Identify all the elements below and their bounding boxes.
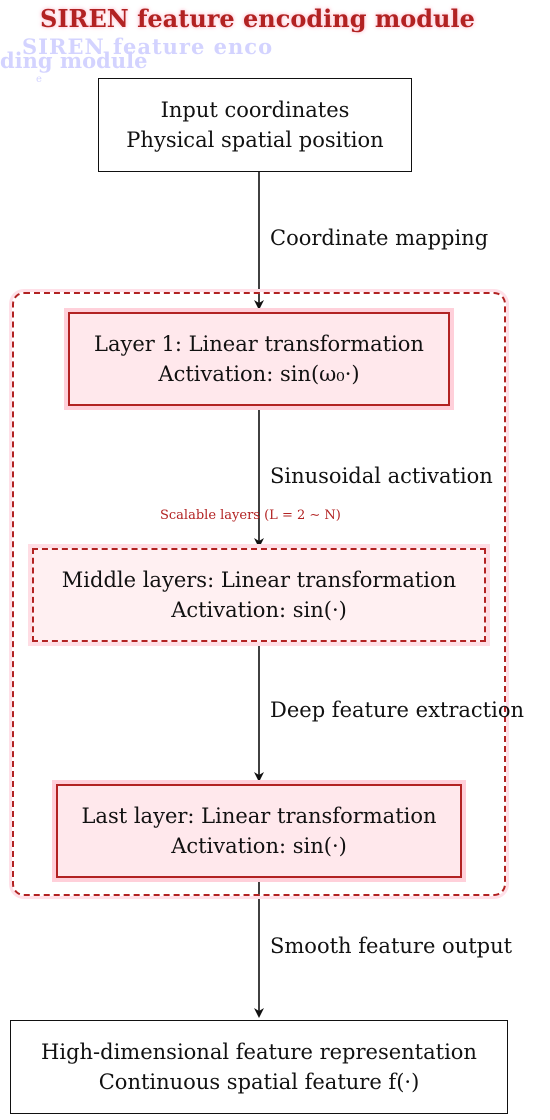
edge-label-deep-feature-extraction: Deep feature extraction: [270, 698, 524, 722]
last-layer-node: Last layer: Linear transformation Activa…: [56, 784, 462, 878]
scalable-layers-label: Scalable layers (L = 2 ∼ N): [160, 508, 341, 523]
last-node-line-2: Activation: sin(·): [171, 834, 347, 858]
edge-label-sinusoidal-activation: Sinusoidal activation: [270, 464, 493, 488]
last-node-line-1: Last layer: Linear transformation: [81, 804, 437, 828]
middle-node-line-2: Activation: sin(·): [171, 598, 347, 622]
output-node-line-2: Continuous spatial feature f(·): [98, 1070, 420, 1094]
output-node: High-dimensional feature representation …: [10, 1020, 508, 1114]
scalable-layers-group: [12, 292, 506, 896]
layer1-node: Layer 1: Linear transformation Activatio…: [68, 312, 450, 406]
middle-node-line-1: Middle layers: Linear transformation: [61, 568, 457, 592]
layer1-node-line-1: Layer 1: Linear transformation: [94, 332, 424, 356]
edge-label-smooth-feature-output: Smooth feature output: [270, 934, 513, 958]
output-node-line-1: High-dimensional feature representation: [41, 1040, 477, 1064]
ghost-line-1: SIREN feature enco: [22, 34, 274, 59]
ghost-line-2: ding module: [0, 48, 148, 73]
input-node-line-1: Input coordinates: [160, 98, 350, 122]
layer1-node-line-2: Activation: sin(ω₀·): [158, 362, 360, 386]
diagram-title: SIREN feature encoding module: [40, 4, 475, 33]
ghost-title-overlay: SIREN feature enco ding module e: [0, 28, 300, 84]
input-node-line-2: Physical spatial position: [126, 128, 384, 152]
edge-label-coordinate-mapping: Coordinate mapping: [270, 226, 489, 250]
ghost-line-3: e: [36, 74, 42, 84]
middle-layers-node: Middle layers: Linear transformation Act…: [32, 548, 486, 642]
input-node: Input coordinates Physical spatial posit…: [98, 78, 412, 172]
